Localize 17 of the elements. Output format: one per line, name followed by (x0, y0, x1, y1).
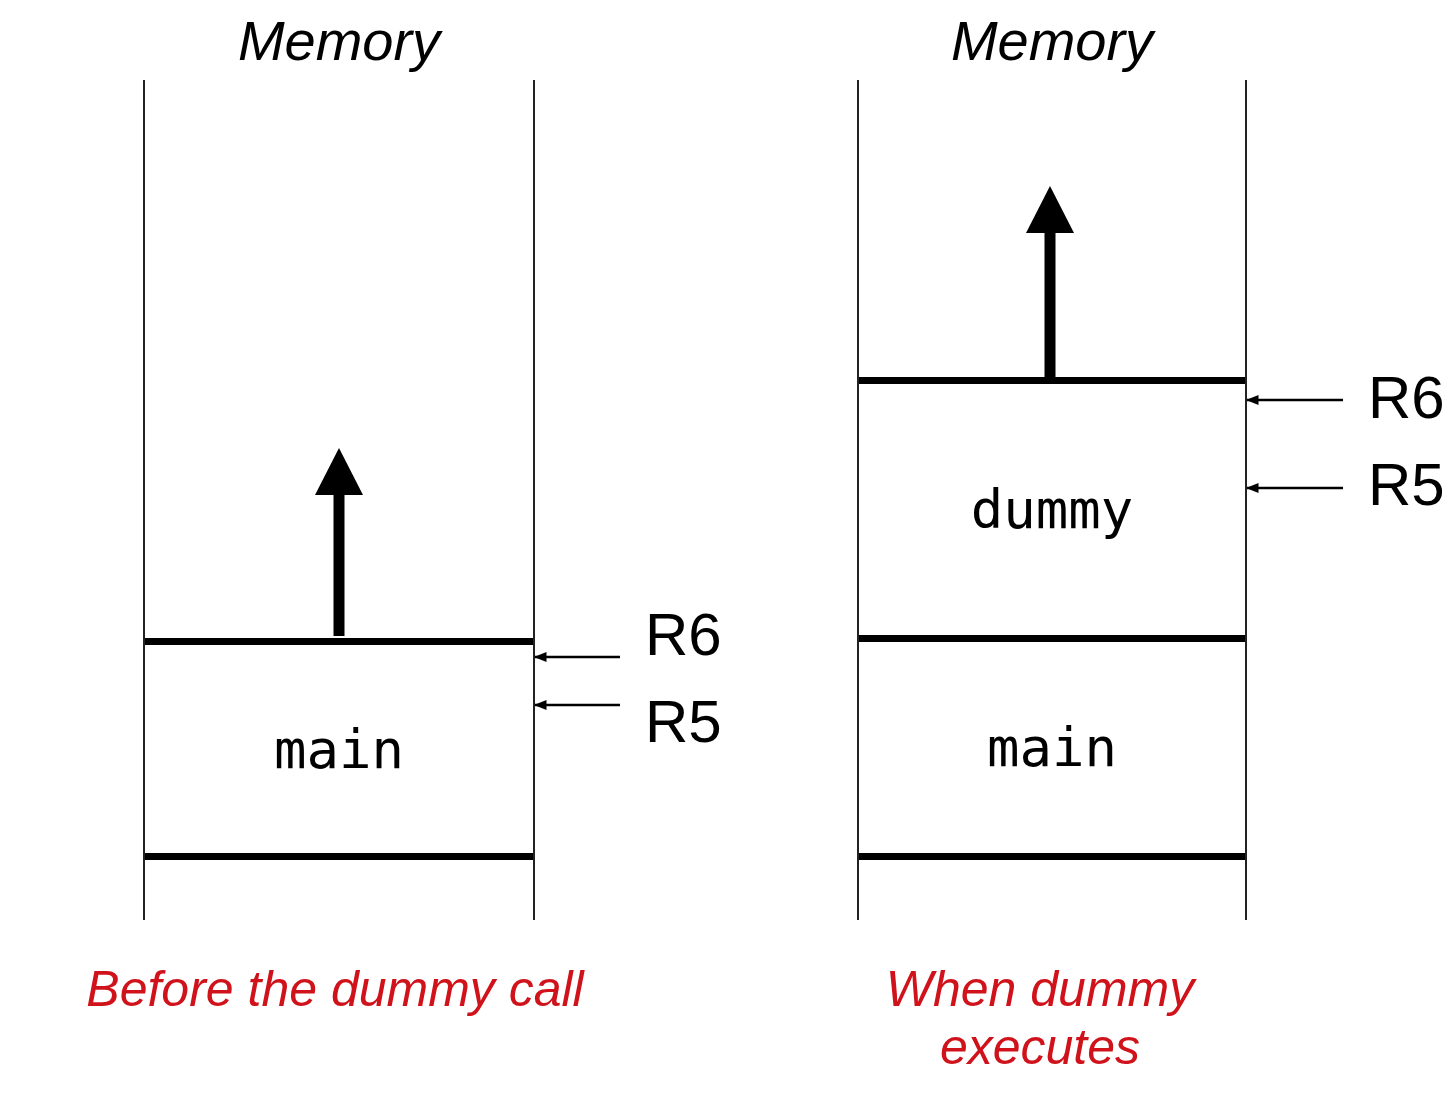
column-heading: Memory (236, 8, 444, 73)
register-label: R5 (645, 692, 722, 752)
pointer-arrow (534, 700, 620, 710)
caption-text: When dummy executes (884, 960, 1198, 1076)
pointer-arrow (1246, 483, 1343, 493)
register-label: R6 (1368, 368, 1445, 428)
pointer-arrow (534, 652, 620, 662)
frame-label: dummy (970, 478, 1134, 541)
stack-frame (859, 635, 1245, 860)
column-heading: Memory (949, 8, 1157, 73)
stack-frame (145, 638, 533, 860)
pointer-arrow (1246, 395, 1343, 405)
frame-label: main (273, 717, 404, 781)
register-label: R6 (645, 605, 722, 665)
caption-text: Before the dummy call (85, 960, 586, 1018)
register-label: R5 (1368, 455, 1445, 515)
frame-label: main (986, 716, 1117, 779)
